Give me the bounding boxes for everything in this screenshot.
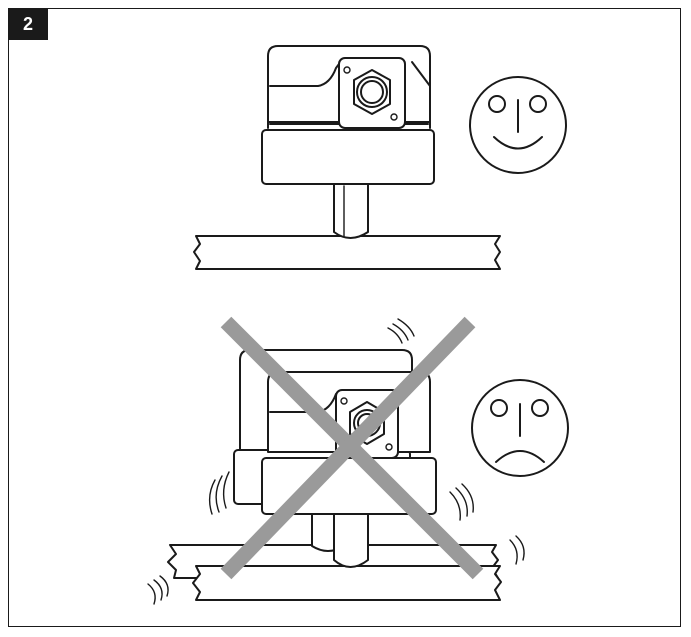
pipe xyxy=(192,565,502,601)
smiling-face-icon xyxy=(469,76,567,174)
pipe xyxy=(193,235,501,270)
correct-installation xyxy=(193,45,567,270)
incorrect-installation xyxy=(147,316,569,605)
cross-out-mark xyxy=(220,316,484,580)
sensor-stem xyxy=(333,183,369,239)
frowning-face-icon xyxy=(471,379,569,477)
sensor-head xyxy=(267,45,431,129)
sensor-housing-base xyxy=(261,121,435,185)
vibration-marks xyxy=(147,318,525,605)
step-number-badge: 2 xyxy=(8,8,48,40)
